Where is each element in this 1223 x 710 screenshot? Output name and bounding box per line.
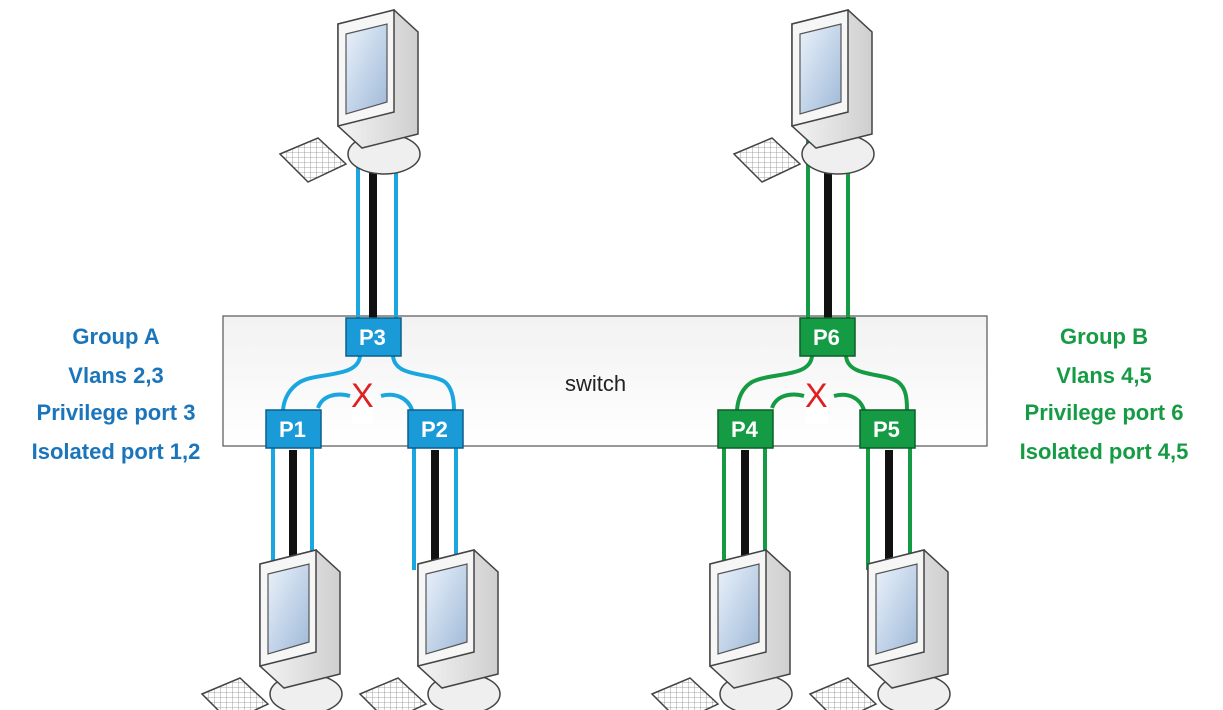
computer-icon bbox=[809, 549, 951, 710]
computer-icon bbox=[359, 549, 501, 710]
port-label-p3: P3 bbox=[359, 325, 386, 350]
port-label-p1: P1 bbox=[279, 417, 306, 442]
group-b-title: Group B bbox=[1060, 324, 1148, 349]
group-b-vlans: Vlans 4,5 bbox=[1056, 363, 1151, 388]
computer-icon bbox=[279, 9, 421, 183]
group-b-description: Group B Vlans 4,5 Privilege port 6 Isola… bbox=[1020, 324, 1189, 464]
port-p4: P4 bbox=[717, 409, 774, 449]
port-p2: P2 bbox=[407, 409, 464, 449]
port-label-p6: P6 bbox=[813, 325, 840, 350]
group-a-isolated-port: Isolated port 1,2 bbox=[32, 439, 201, 464]
blocked-mark-group-b: X bbox=[805, 377, 828, 415]
computer-icon bbox=[733, 9, 875, 183]
group-b-privilege-port: Privilege port 6 bbox=[1025, 400, 1184, 425]
switch-label: switch bbox=[565, 371, 626, 396]
port-p5: P5 bbox=[859, 409, 916, 449]
group-a-privilege-port: Privilege port 3 bbox=[37, 400, 196, 425]
port-p6: P6 bbox=[799, 317, 856, 357]
computer-icon bbox=[201, 549, 343, 710]
group-a-vlans: Vlans 2,3 bbox=[68, 363, 163, 388]
group-b-isolated-port: Isolated port 4,5 bbox=[1020, 439, 1189, 464]
computer-icon bbox=[651, 549, 793, 710]
group-a-title: Group A bbox=[72, 324, 159, 349]
port-label-p4: P4 bbox=[731, 417, 759, 442]
port-p1: P1 bbox=[265, 409, 322, 449]
blocked-mark-group-a: X bbox=[351, 377, 374, 415]
port-label-p5: P5 bbox=[873, 417, 900, 442]
port-p3: P3 bbox=[345, 317, 402, 357]
port-label-p2: P2 bbox=[421, 417, 448, 442]
group-a-description: Group A Vlans 2,3 Privilege port 3 Isola… bbox=[32, 324, 201, 464]
